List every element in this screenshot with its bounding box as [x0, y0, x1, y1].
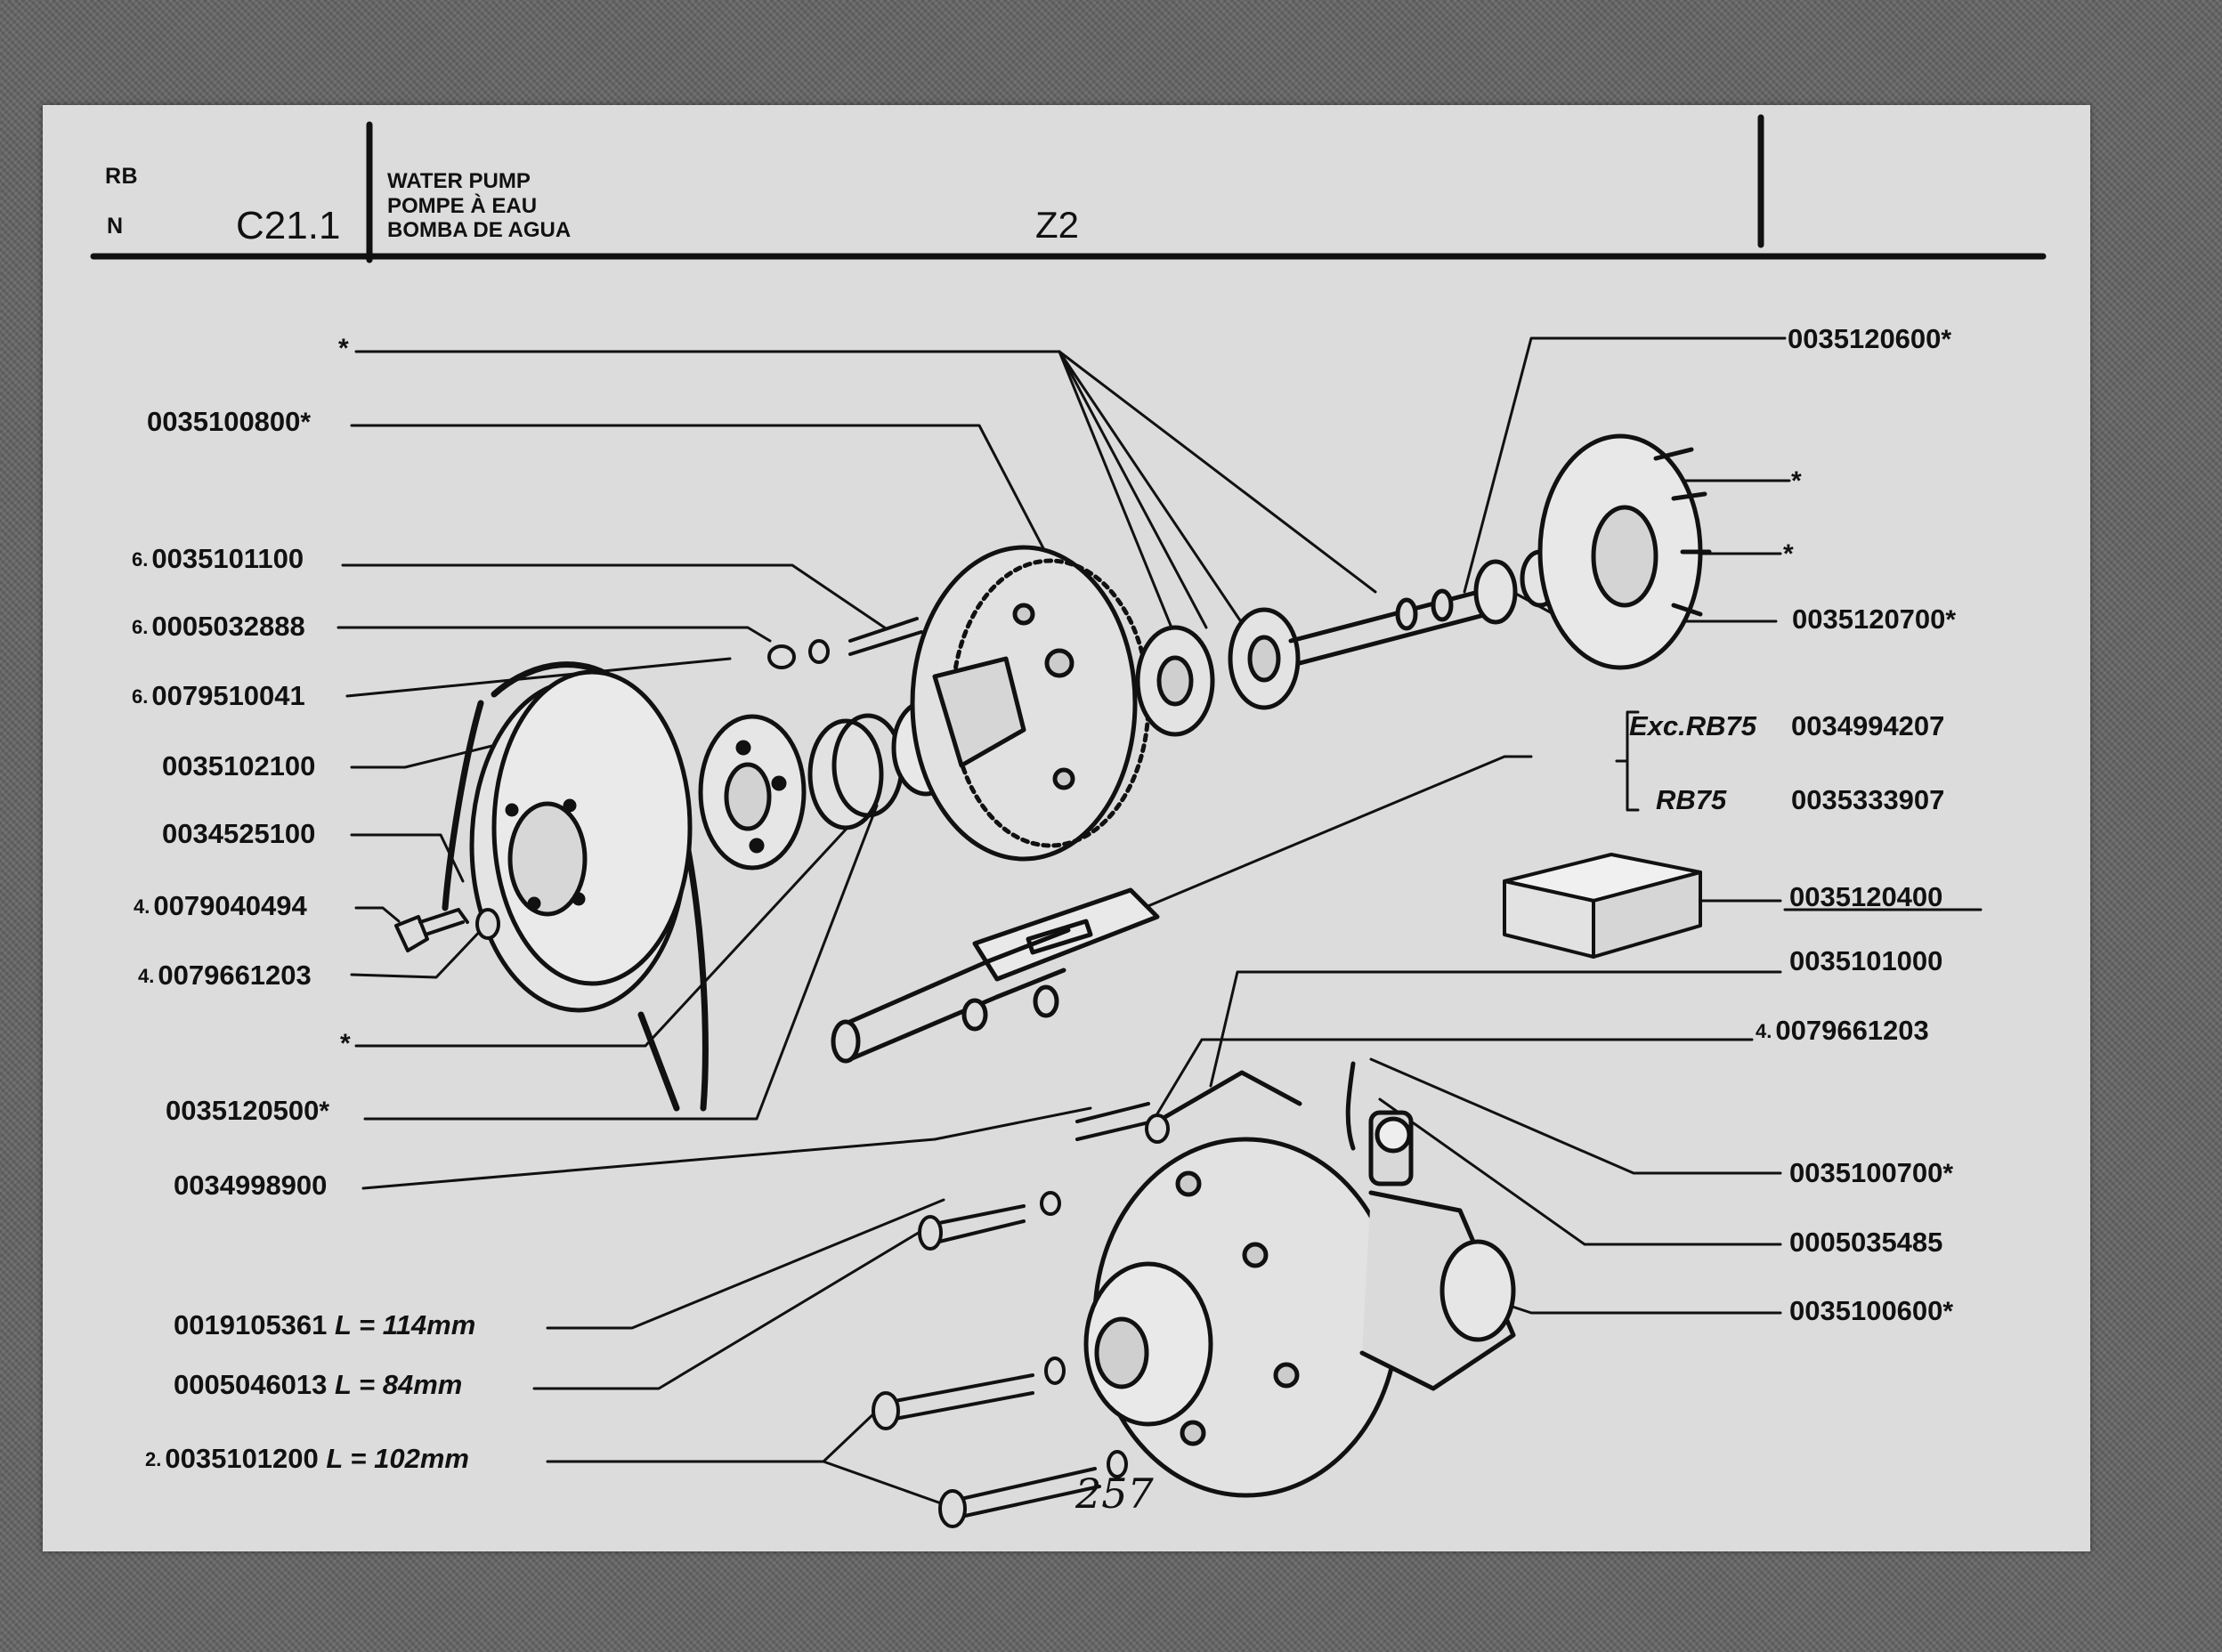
pump-housing-upper	[910, 545, 1151, 862]
part-code: 0034998900	[174, 1170, 328, 1201]
part-code: 0035101200	[165, 1443, 319, 1474]
part-code: 0035101100	[151, 543, 304, 574]
impeller	[1537, 433, 1712, 670]
part-code: 0034525100	[162, 818, 316, 849]
part-label-right-9: 0005035485	[1789, 1228, 1942, 1256]
part-label-left-2: 0035100800*	[147, 408, 311, 436]
studs-and-nuts	[767, 617, 923, 669]
asterisk-mark: *	[340, 1029, 351, 1058]
title-spanish: BOMBA DE AGUA	[387, 218, 572, 243]
part-code: 0079040494	[153, 890, 307, 921]
pulley	[469, 669, 693, 1013]
asterisk-mark: *	[1791, 466, 1802, 496]
quantity: 2.	[145, 1448, 162, 1470]
pulley-bolt	[394, 908, 500, 952]
handwritten-page-number: 257	[1075, 1470, 1154, 1518]
part-label-right-10: 0035100600*	[1789, 1297, 1953, 1325]
bolt-length: L = 102mm	[326, 1443, 469, 1474]
pump-assembly-lower	[1083, 1061, 1516, 1498]
variant-model-2: RB75	[1656, 784, 1727, 815]
part-label-left-9: 4.0079661203	[138, 961, 312, 989]
quantity: 6.	[132, 616, 149, 638]
quantity: 6.	[132, 548, 149, 571]
quantity: 6.	[132, 685, 149, 708]
quantity: 4.	[138, 965, 155, 987]
variant-model-1: Exc.RB75	[1629, 710, 1757, 741]
part-code: 0035120500	[166, 1095, 320, 1126]
part-code: 0005035485	[1789, 1227, 1943, 1258]
bolt-length: L = 84mm	[335, 1369, 463, 1400]
bolt-label-2: 0005046013 L = 84mm	[174, 1371, 462, 1398]
asterisk-mark: *	[338, 334, 349, 363]
part-code: 0019105361	[174, 1309, 328, 1340]
part-label-right-7: 4.0079661203	[1756, 1016, 1929, 1044]
section-code: C21.1	[236, 204, 341, 247]
quantity: 4.	[134, 895, 150, 918]
leader-lines-right	[1147, 336, 1791, 1315]
part-label-right-4: 0035120700*	[1792, 605, 1956, 634]
part-code: 0005032888	[151, 611, 305, 642]
title-block: WATER PUMP POMPE À EAU BOMBA DE AGUA	[387, 169, 571, 243]
part-label-left-6: 0035102100	[162, 752, 315, 780]
part-label-left-3: 6.0035101100	[132, 545, 304, 572]
part-code: 0035120700	[1792, 603, 1946, 635]
part-code: 0035120600	[1788, 323, 1942, 354]
asterisk-mark: *	[1941, 325, 1952, 354]
part-label-right-8: 0035100700*	[1789, 1159, 1953, 1187]
part-label-left-7: 0034525100	[162, 820, 315, 847]
bolt-length: L = 114mm	[335, 1309, 476, 1340]
hub-flange	[698, 714, 807, 871]
part-code: 0005046013	[174, 1369, 328, 1400]
variant-code-1: 0034994207	[1791, 710, 1945, 741]
asterisk-mark: *	[300, 408, 312, 437]
variant-code-2: 0035333907	[1791, 784, 1945, 815]
leader-lines-left	[337, 350, 1533, 1506]
part-code: 0035102100	[162, 750, 316, 781]
asterisk-mark: *	[1942, 1297, 1954, 1326]
lower-bolts	[872, 1102, 1170, 1528]
part-label-left-4: 6.0005032888	[132, 612, 305, 640]
header-model: RB	[105, 164, 139, 189]
part-code: 0035120400	[1789, 881, 1943, 912]
outlet-pipe	[831, 927, 1071, 1064]
part-code: 0079661203	[1775, 1015, 1929, 1046]
part-label-left-1: *	[338, 334, 349, 362]
part-code: 0035101000	[1789, 945, 1943, 976]
header-variant: N	[107, 214, 124, 239]
bolt-label-1: 0019105361 L = 114mm	[174, 1311, 475, 1339]
title-english: WATER PUMP	[387, 169, 531, 193]
asterisk-mark: *	[1945, 605, 1957, 635]
part-label-left-11: 0035120500*	[166, 1097, 329, 1125]
part-code: 0035100600	[1789, 1295, 1943, 1326]
part-label-right-1: 0035120600*	[1788, 325, 1951, 353]
bearings	[1135, 607, 1301, 737]
part-label-right-5: 0035120400	[1789, 883, 1942, 911]
gasket	[972, 887, 1160, 982]
part-label-left-12: 0034998900	[174, 1171, 327, 1199]
part-code: 0035100700	[1789, 1157, 1943, 1188]
thermostat-box	[1503, 853, 1702, 959]
part-label-left-5: 6.0079510041	[132, 682, 305, 709]
part-code: 0079510041	[151, 680, 305, 711]
title-french: POMPE À EAU	[387, 193, 538, 218]
part-label-right-6: 0035101000	[1789, 947, 1942, 975]
part-label-right-2: *	[1791, 466, 1802, 495]
part-label-left-8: 4.0079040494	[134, 892, 307, 919]
pump-shaft	[1288, 585, 1507, 666]
asterisk-mark: *	[1783, 539, 1794, 569]
part-code: 0035100800	[147, 406, 301, 437]
part-code: 0079661203	[158, 960, 312, 991]
part-label-right-3: *	[1783, 539, 1794, 568]
asterisk-mark: *	[319, 1097, 330, 1126]
quantity: 4.	[1756, 1020, 1772, 1042]
asterisk-mark: *	[1942, 1159, 1954, 1188]
bolt-label-3: 2.0035101200 L = 102mm	[145, 1445, 469, 1472]
part-label-left-10: *	[340, 1029, 351, 1057]
group-code: Z2	[1035, 204, 1080, 246]
